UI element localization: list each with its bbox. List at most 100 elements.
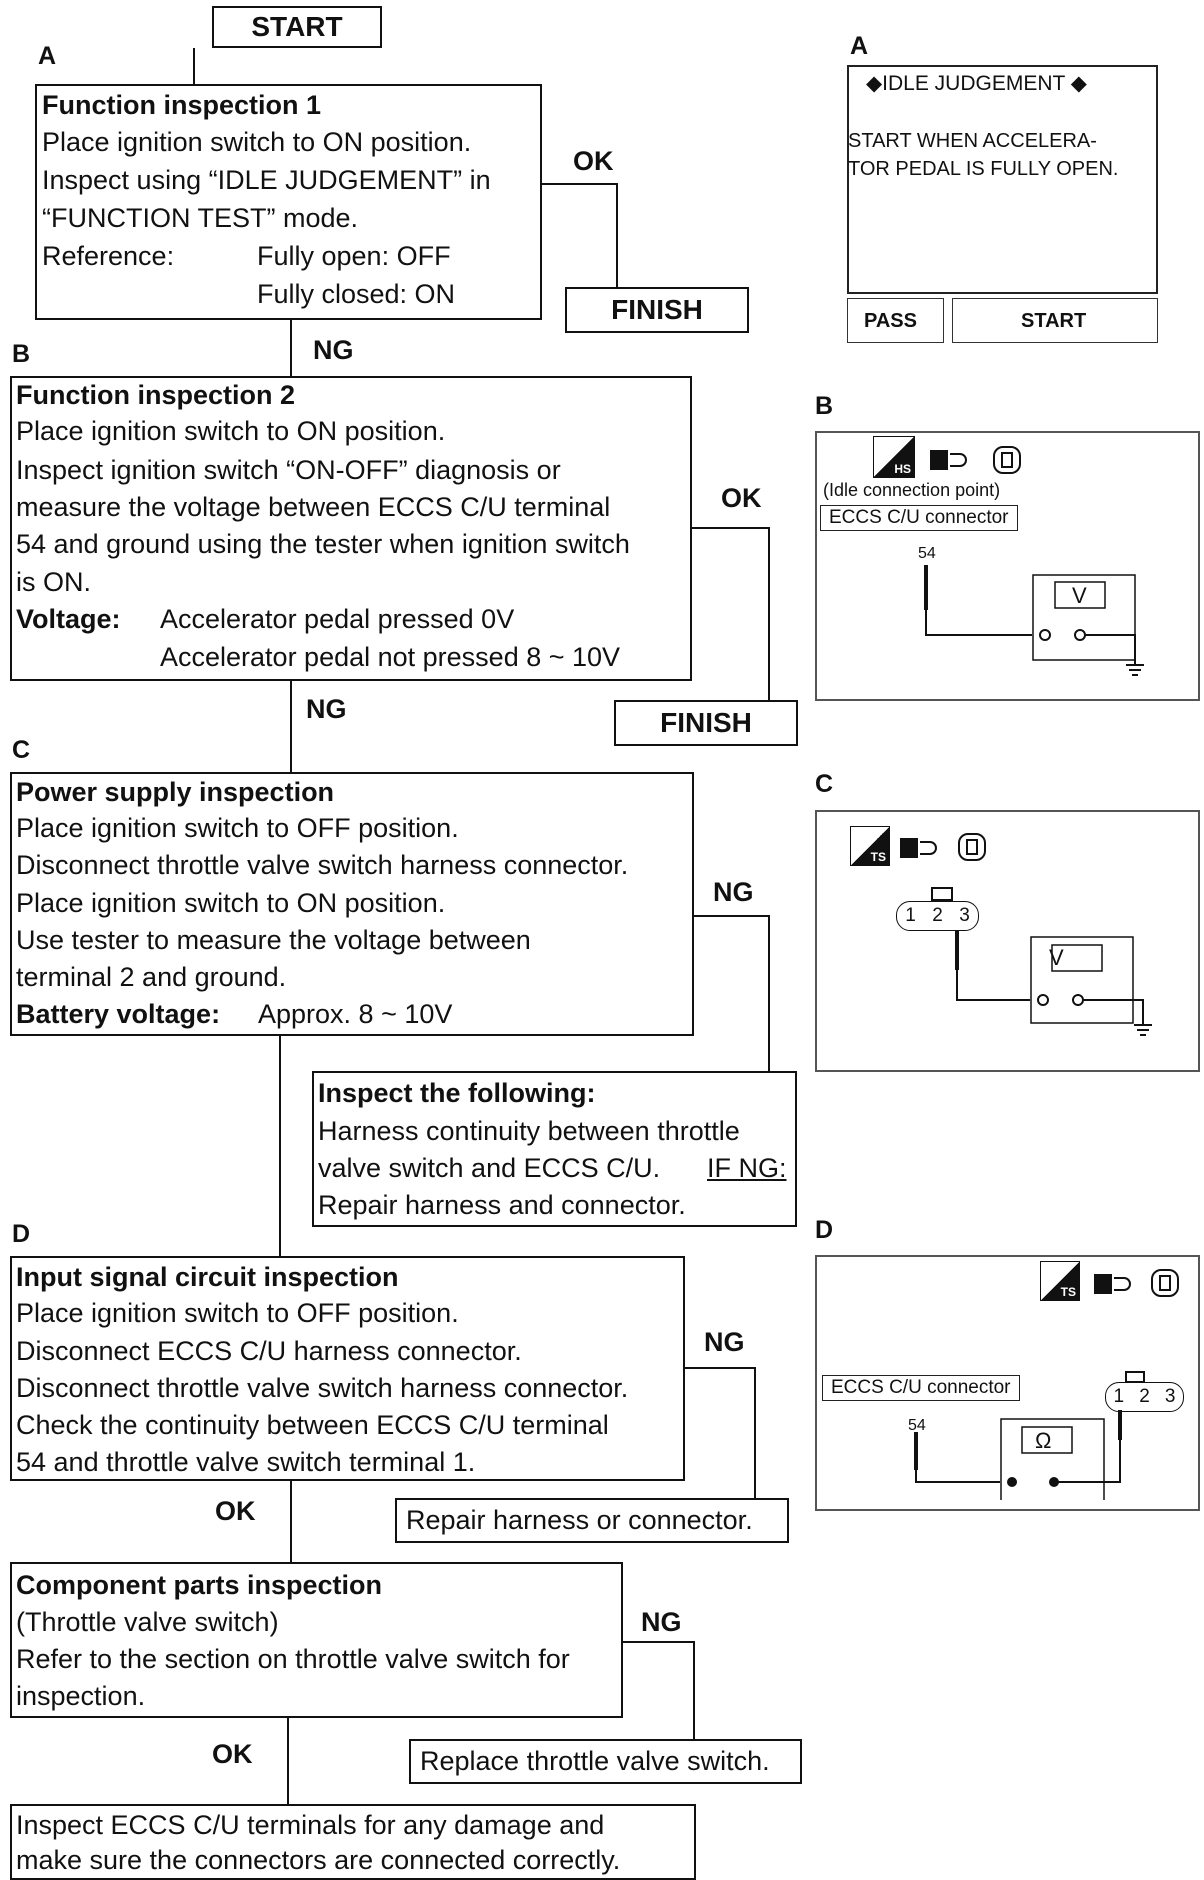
panel-label-a: A <box>850 32 869 60</box>
replace-switch-text: Replace throttle valve switch. <box>420 1746 770 1776</box>
repair-harness-box <box>395 1498 789 1543</box>
eccs-connector-label-d: ECCS C/U connector <box>822 1375 1020 1401</box>
box5-line-3: inspection. <box>16 1681 146 1711</box>
pin-1-c: 1 <box>905 905 916 926</box>
ignition-on-icon <box>993 446 1021 474</box>
ng-label-2: NG <box>306 694 347 724</box>
panel-label-d: D <box>815 1216 834 1244</box>
box5-line-1: (Throttle valve switch) <box>16 1607 279 1637</box>
box2-voltage-not-pressed: Accelerator pedal not pressed 8 ~ 10V <box>160 642 621 672</box>
box3-line-5: terminal 2 and ground. <box>16 962 287 992</box>
repair-harness-text: Repair harness or connector. <box>406 1505 753 1535</box>
finish-terminal-1: FINISH <box>565 287 749 333</box>
box2-line-4: 54 and ground using the tester when igni… <box>16 529 630 559</box>
box3-line-1: Place ignition switch to OFF position. <box>16 813 459 843</box>
ok-label-1: OK <box>573 146 614 176</box>
box2-line-2: Inspect ignition switch “ON-OFF” diagnos… <box>16 455 561 485</box>
box1-reference-label: Reference: <box>42 241 175 271</box>
hs-test-icon: HS <box>873 436 915 478</box>
box4-line-2: Disconnect ECCS C/U harness connector. <box>16 1336 522 1366</box>
box1-reference-open: Fully open: OFF <box>257 241 451 271</box>
voltmeter-circuit-b <box>924 565 1144 676</box>
box2-line-3: measure the voltage between ECCS C/U ter… <box>16 492 611 522</box>
throttle-switch-connector-c: 1 2 3 <box>896 901 979 931</box>
ok-label-4: OK <box>212 1739 253 1769</box>
ignition-on-icon-c <box>958 833 986 861</box>
box3-line-3: Place ignition switch to ON position. <box>16 888 446 918</box>
box2-voltage-label: Voltage: <box>16 604 121 634</box>
inspect-following-title: Inspect the following: <box>318 1078 596 1108</box>
ng-label-3: NG <box>713 877 754 907</box>
box3-battery-value: Approx. 8 ~ 10V <box>258 999 453 1029</box>
final-line-1: Inspect ECCS C/U terminals for any damag… <box>16 1810 605 1840</box>
power-supply-inspection-box <box>10 772 694 1036</box>
box2-line-5: is ON. <box>16 567 92 597</box>
box1-line-2: Inspect using “IDLE JUDGEMENT” in <box>42 165 491 195</box>
box3-line-4: Use tester to measure the voltage betwee… <box>16 925 531 955</box>
function-inspection-2-box <box>10 376 692 681</box>
ohmmeter-omega-label-d: Ω <box>1035 1428 1052 1453</box>
ignition-off-icon-d <box>1151 1269 1179 1297</box>
voltmeter-v-label-c: V <box>1049 945 1064 970</box>
section-label-d: D <box>12 1220 31 1248</box>
panel-label-c: C <box>815 770 834 798</box>
power-supply-inspection-title: Power supply inspection <box>16 777 335 807</box>
ng-label-1: NG <box>313 335 354 365</box>
pin-2-c: 2 <box>932 905 943 926</box>
connector-disconnect-icon-c <box>900 838 937 858</box>
start-terminal: START <box>212 6 382 48</box>
pin-3-d: 3 <box>1164 1386 1176 1407</box>
connector-disconnect-icon <box>930 450 967 470</box>
box4-line-3: Disconnect throttle valve switch harness… <box>16 1373 629 1403</box>
box4-line-1: Place ignition switch to OFF position. <box>16 1298 459 1328</box>
section-label-c: C <box>12 736 31 764</box>
terminal-54-label-d: 54 <box>908 1417 926 1434</box>
ok-label-3: OK <box>215 1496 256 1526</box>
terminal-54-label-b: 54 <box>918 545 936 562</box>
start-button-label: START <box>1021 310 1087 332</box>
box1-line-3: “FUNCTION TEST” mode. <box>42 203 359 233</box>
input-signal-circuit-title: Input signal circuit inspection <box>16 1262 399 1292</box>
component-parts-title: Component parts inspection <box>16 1570 383 1600</box>
inspect-following-line-3: Repair harness and connector. <box>318 1190 686 1220</box>
box3-battery-label: Battery voltage: <box>16 999 221 1029</box>
section-label-a: A <box>38 42 57 70</box>
idle-judgement-screen <box>847 65 1158 294</box>
function-inspection-1-title: Function inspection 1 <box>42 90 322 120</box>
start-button[interactable] <box>952 298 1158 343</box>
pin-3-c: 3 <box>959 905 970 926</box>
idle-judgement-message-2: TOR PEDAL IS FULLY OPEN. <box>848 158 1119 180</box>
replace-switch-box <box>409 1739 802 1784</box>
ng-label-5: NG <box>641 1607 682 1637</box>
panel-label-b: B <box>815 392 834 420</box>
pin-2-d: 2 <box>1139 1386 1150 1407</box>
connector-disconnect-icon-d <box>1094 1274 1131 1294</box>
section-label-b: B <box>12 340 31 368</box>
pin-1-d: 1 <box>1113 1386 1125 1407</box>
box5-line-2: Refer to the section on throttle valve s… <box>16 1644 570 1674</box>
pass-button-label: PASS <box>864 310 917 332</box>
box2-voltage-pressed: Accelerator pedal pressed 0V <box>160 604 515 634</box>
ng-label-4: NG <box>704 1327 745 1357</box>
ohmmeter-circuit-d <box>914 1371 1145 1500</box>
ts-test-icon-d: TS <box>1040 1261 1080 1301</box>
inspect-following-line-2: valve switch and ECCS C/U. <box>318 1153 661 1183</box>
ok-label-2: OK <box>721 483 762 513</box>
box1-line-1: Place ignition switch to ON position. <box>42 127 472 157</box>
box4-line-5: 54 and throttle valve switch terminal 1. <box>16 1447 476 1477</box>
box2-line-1: Place ignition switch to ON position. <box>16 416 446 446</box>
idle-judgement-header: ◆IDLE JUDGEMENT ◆ <box>866 72 1087 95</box>
inspect-following-line-1: Harness continuity between throttle <box>318 1116 740 1146</box>
function-inspection-1-box <box>35 84 542 320</box>
box3-line-2: Disconnect throttle valve switch harness… <box>16 850 629 880</box>
input-signal-circuit-inspection-box <box>10 1256 685 1481</box>
voltmeter-circuit-c <box>931 887 1152 1036</box>
eccs-connector-label-b: ECCS C/U connector <box>820 505 1018 531</box>
idle-judgement-message-1: START WHEN ACCELERA- <box>848 130 1097 152</box>
pass-button[interactable] <box>847 298 944 343</box>
voltmeter-v-label-b: V <box>1072 583 1087 608</box>
box4-line-4: Check the continuity between ECCS C/U te… <box>16 1410 609 1440</box>
final-line-2: make sure the connectors are connected c… <box>16 1845 621 1875</box>
box1-reference-closed: Fully closed: ON <box>257 279 456 309</box>
